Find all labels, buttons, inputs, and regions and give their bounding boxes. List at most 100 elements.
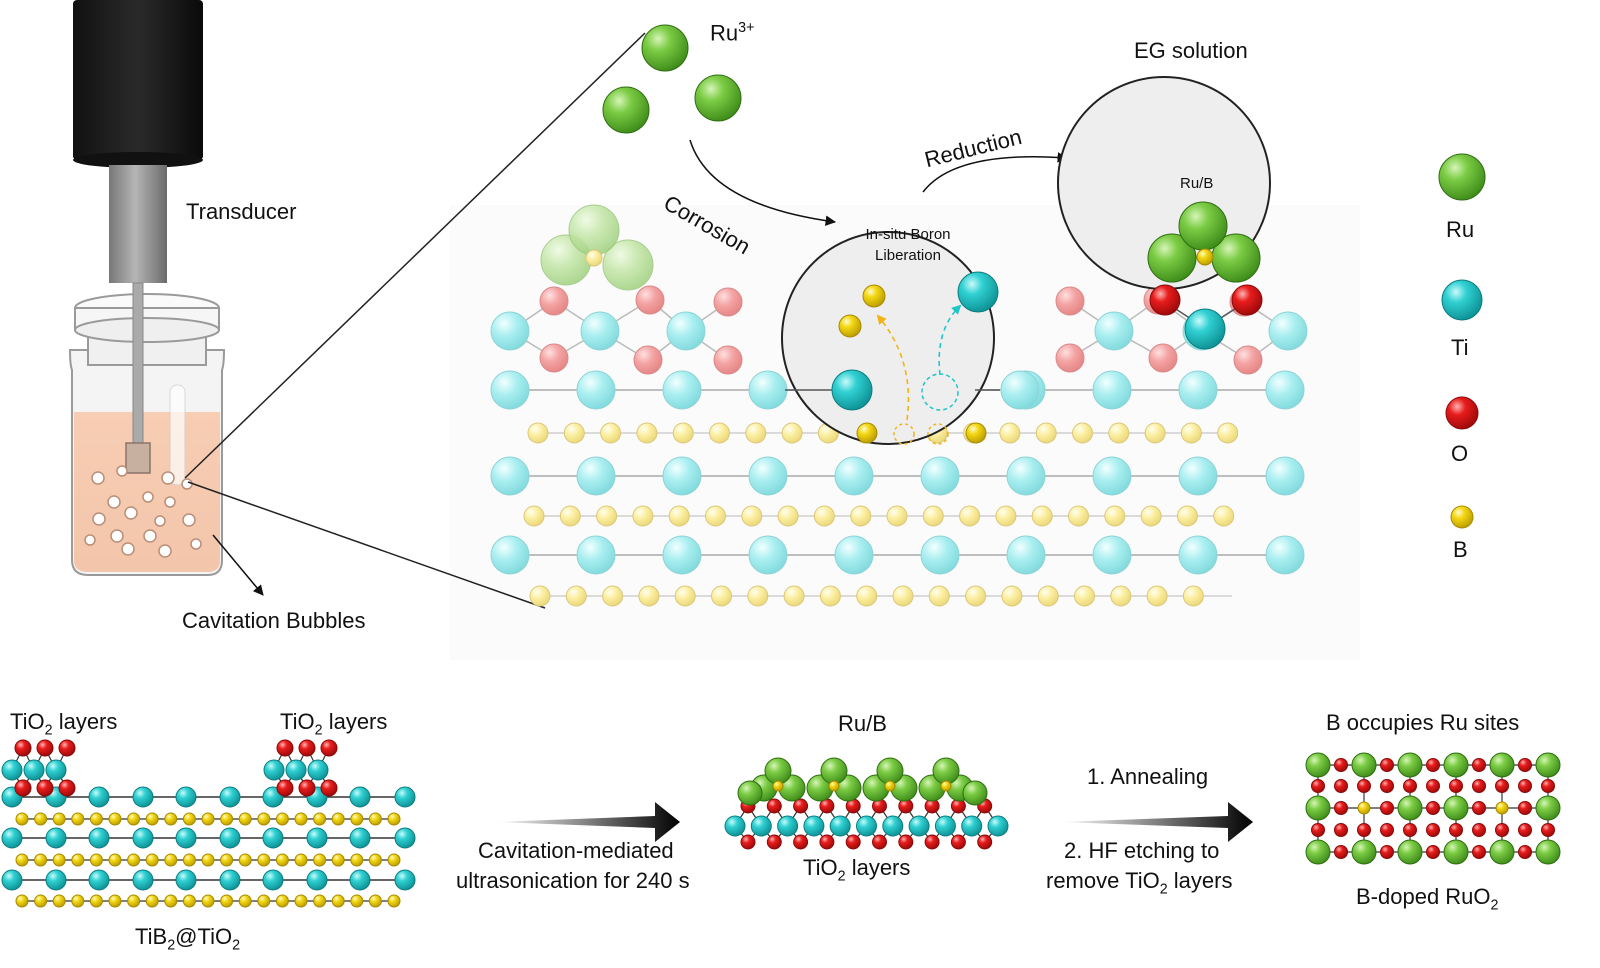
boron-liberation-circle	[781, 231, 1040, 445]
ru-atom	[1351, 839, 1377, 865]
b-atom	[668, 505, 690, 527]
b-atom	[257, 894, 271, 908]
o-atom	[1403, 779, 1417, 793]
o-atom	[793, 834, 809, 850]
ti-release-path	[938, 304, 962, 376]
b-atom	[127, 812, 141, 826]
b-atom	[15, 812, 29, 826]
ti-atom	[490, 456, 530, 496]
ru-atom	[1535, 839, 1561, 865]
b-atom	[585, 249, 603, 267]
ti-atom	[856, 815, 877, 837]
b-occupies-ru-sites-label: B occupies Ru sites	[1326, 710, 1520, 735]
b-atom	[71, 894, 85, 908]
ti-atom	[961, 815, 983, 837]
b-atom	[387, 853, 401, 867]
b-atom	[705, 505, 726, 527]
ti-atom	[662, 535, 702, 575]
legend-b-label: B	[1453, 537, 1468, 562]
o-atom	[1426, 801, 1440, 815]
arrow1-line1-label: Cavitation-mediated	[478, 838, 674, 863]
b-atom	[529, 585, 551, 607]
b-atom	[164, 894, 178, 908]
b-atom	[164, 853, 178, 867]
ru-atom	[962, 780, 988, 806]
b-atom	[559, 505, 581, 527]
b-atom	[886, 505, 908, 527]
ti-atom	[1178, 370, 1218, 410]
b-atom	[89, 812, 103, 826]
ru-atom	[1489, 839, 1515, 865]
b-atom	[368, 853, 382, 867]
ru-atom	[1397, 839, 1423, 865]
o-atom	[1445, 396, 1479, 430]
b-atom	[600, 422, 622, 444]
tib2-tio2-structure	[1, 739, 416, 908]
reduction-arrow	[922, 152, 1069, 193]
ti-atom	[1092, 370, 1132, 410]
eg-solution-circle	[1057, 76, 1271, 350]
b-atom	[313, 853, 327, 867]
b-atom	[741, 505, 763, 527]
ti-atom	[834, 456, 874, 496]
ru-atom	[1443, 752, 1469, 778]
o-atom	[1449, 779, 1463, 793]
legend-ru-label: Ru	[1446, 217, 1475, 242]
ti-atom	[882, 815, 904, 837]
b-atom	[89, 853, 103, 867]
ru-atom	[1443, 795, 1469, 821]
cavitation-bubbles-label: Cavitation Bubbles	[182, 608, 366, 633]
ti-atom	[908, 815, 930, 837]
b-atom	[1217, 422, 1239, 444]
b-atom	[1035, 422, 1057, 444]
b-atom	[201, 853, 215, 867]
ultrasonic-setup	[68, 0, 264, 596]
o-atom	[1426, 823, 1440, 837]
b-atom	[781, 422, 803, 444]
b-atom	[1213, 505, 1235, 527]
b-atom	[856, 422, 878, 444]
o-atom	[1380, 845, 1394, 859]
b-atom	[127, 853, 141, 867]
o-atom	[1357, 779, 1371, 793]
b-atom	[71, 853, 85, 867]
b-atom	[127, 894, 141, 908]
o-atom	[298, 779, 316, 797]
o-atom	[539, 343, 569, 373]
ti-atom	[262, 869, 284, 891]
ti-atom	[285, 759, 307, 781]
rub-on-tio2-structure	[724, 757, 1009, 850]
o-atom	[1055, 286, 1085, 316]
b-atom	[563, 422, 585, 444]
b-atom	[275, 853, 289, 867]
legend-o-label: O	[1451, 441, 1469, 466]
ti-atom	[306, 827, 328, 849]
b-atom	[145, 812, 159, 826]
ti-atom	[490, 535, 530, 575]
ti-atom	[394, 827, 416, 849]
ru-atom	[602, 239, 654, 291]
o-atom	[14, 739, 32, 757]
ti-atom	[724, 815, 746, 837]
transducer-label: Transducer	[186, 199, 297, 224]
b-atom	[71, 812, 85, 826]
ti-atom	[88, 827, 110, 849]
b-atom	[1031, 505, 1053, 527]
o-atom	[766, 834, 782, 850]
ti-atom	[23, 759, 45, 781]
b-atom	[1037, 585, 1059, 607]
ti-atom	[45, 759, 67, 781]
ti-atom	[263, 759, 285, 781]
o-atom	[1334, 823, 1348, 837]
ti-atom	[748, 370, 788, 410]
ti-atom	[920, 535, 960, 575]
b-atom	[238, 812, 252, 826]
b-atom	[602, 585, 624, 607]
o-atom	[1495, 823, 1509, 837]
b-atom	[294, 894, 308, 908]
b-doped-ruo2-structure	[1305, 752, 1561, 865]
o-atom	[1380, 823, 1394, 837]
ru-atom	[1535, 752, 1561, 778]
b-atom	[523, 505, 545, 527]
